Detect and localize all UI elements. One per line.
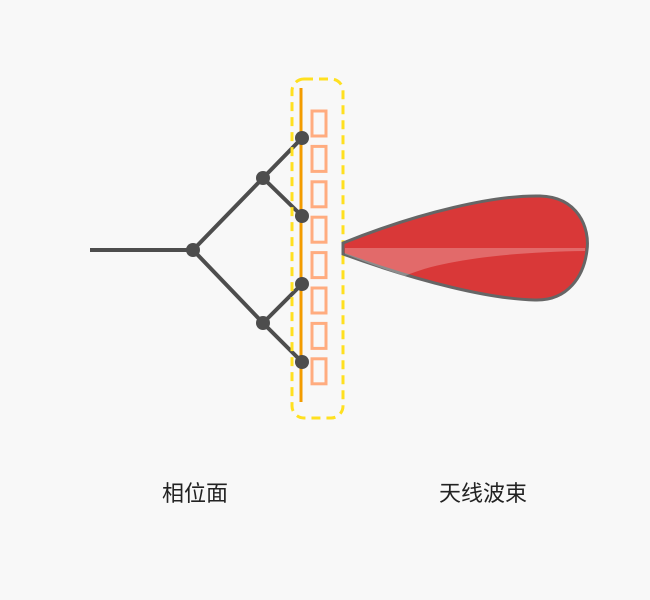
leaf-node	[295, 209, 309, 223]
antenna-element	[310, 357, 328, 386]
antenna-beam-label: 天线波束	[438, 482, 528, 507]
feed-nodes	[186, 131, 309, 369]
antenna-elements	[310, 109, 328, 386]
leaf-node	[295, 277, 309, 291]
antenna-element	[310, 251, 328, 280]
beam-highlight	[345, 248, 585, 276]
antenna-element	[310, 144, 328, 173]
leaf-node	[295, 355, 309, 369]
antenna-element	[310, 286, 328, 315]
leaf-node	[295, 131, 309, 145]
root-node	[186, 243, 200, 257]
splitter-node	[256, 316, 270, 330]
phase-plane-label: 相位面	[161, 482, 229, 507]
antenna-beam-lobe	[341, 194, 589, 302]
antenna-element	[310, 109, 328, 138]
antenna-element	[310, 215, 328, 244]
antenna-element	[310, 180, 328, 209]
antenna-element	[310, 321, 328, 350]
splitter-node	[256, 171, 270, 185]
feed-network	[90, 136, 304, 364]
